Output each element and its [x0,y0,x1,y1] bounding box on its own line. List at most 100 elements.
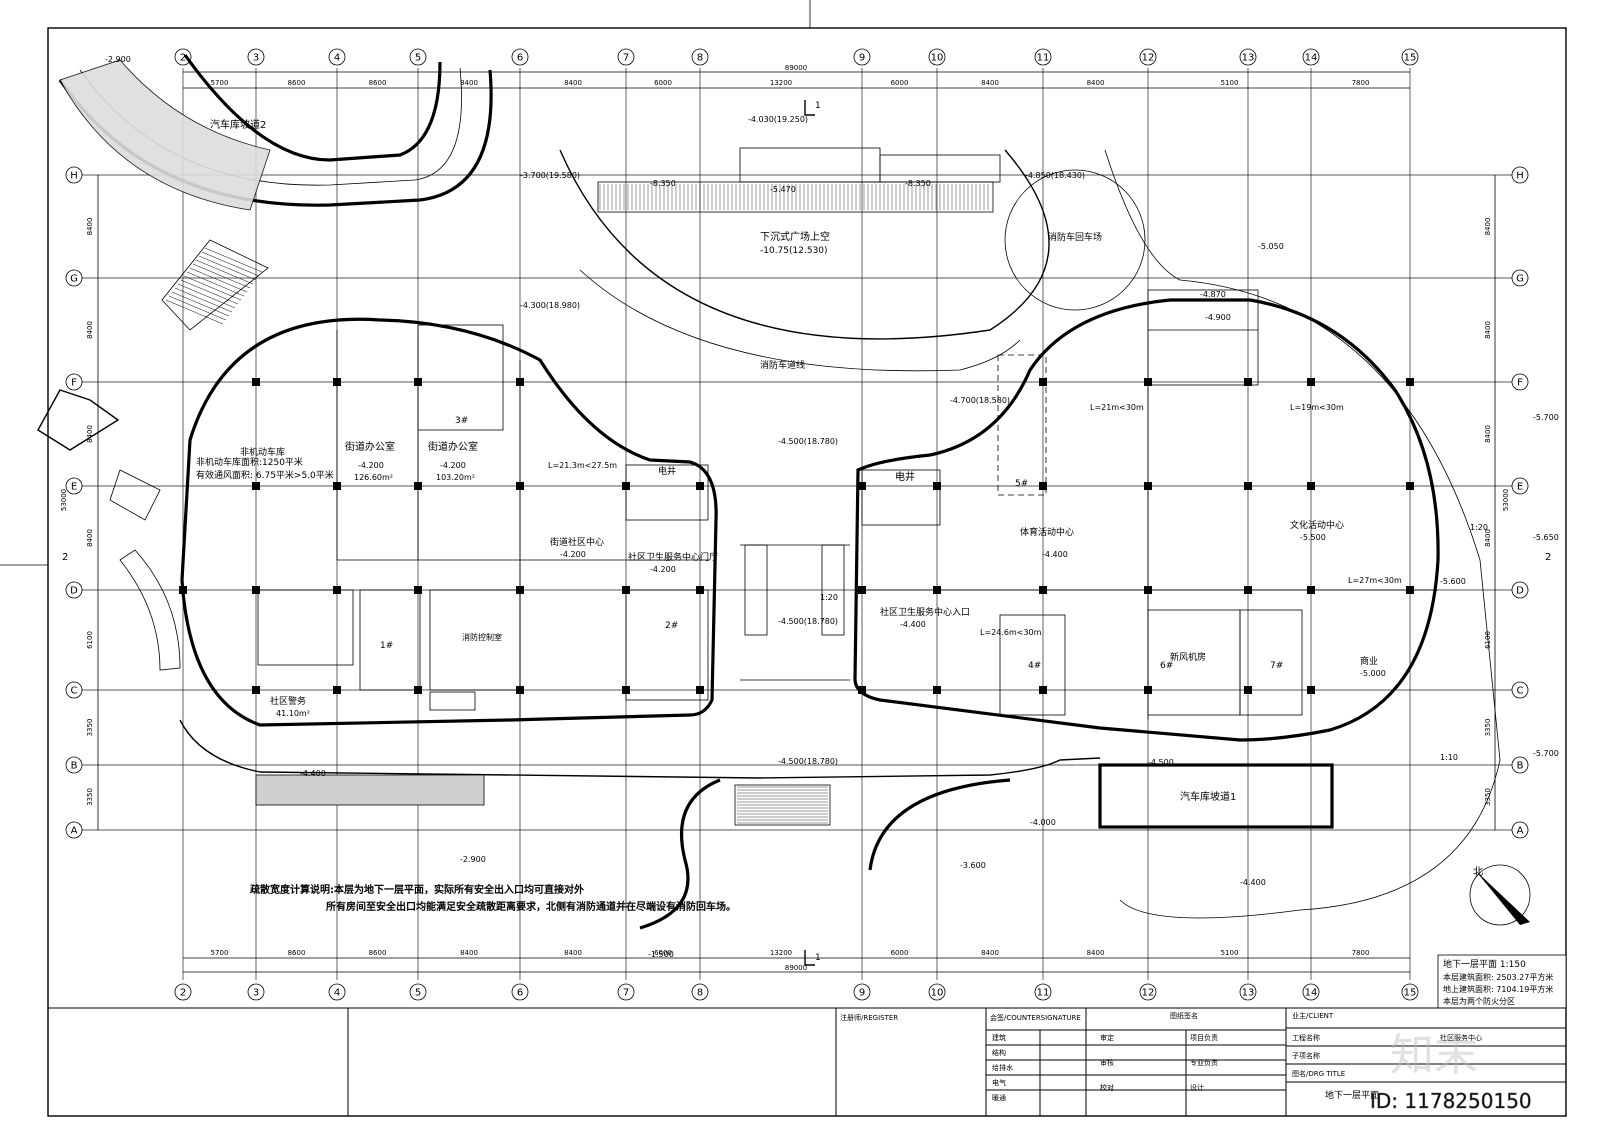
section-markers: 1 1 2 2 [62,100,1551,966]
stair-tread [171,291,230,317]
dim-top-span: 7800 [1352,79,1370,87]
dim-top-span: 6000 [654,79,672,87]
elev-5: -4.700(18.580) [950,396,1010,405]
tb-sign-3: 专业负责 [1190,1058,1218,1067]
section-1-bottom: 1 [815,953,821,963]
column [696,586,704,594]
west-interior [257,324,710,720]
grid-col-label: 10 [931,988,944,999]
grid-rows [82,174,1512,831]
grid-bubble [328,983,346,1001]
notes: 非机动车库面积:1250平米 有效通风面积: 6.75平米>5.0平米 疏散宽度… [196,403,1488,913]
tb-project-val: 社区服务中心 [1440,1033,1482,1042]
dim-top-span: 5700 [211,79,229,87]
note-vent-area: 有效通风面积: 6.75平米>5.0平米 [196,469,334,481]
column [1244,686,1252,694]
stair-tread [165,299,224,325]
dim-right-span: 3350 [1484,788,1492,806]
elev-15: -4.000 [1030,818,1056,827]
room-jiedao2-area: 103.20m² [436,473,475,482]
grid-col-label: 5 [415,53,421,64]
grid-col-label: 7 [623,53,629,64]
grid-columns [182,68,1411,980]
column [252,482,260,490]
note-evac-title: 疏散宽度计算说明:本层为地下一层平面，实际所有安全出入口均可直接对外 [250,883,584,896]
column [179,586,187,594]
grid-bubble [1401,48,1419,66]
dim-bottom-span: 6000 [891,949,909,957]
grid-bubble [247,983,265,1001]
grid-bubble [1139,983,1157,1001]
elev-0: -2.900 [105,55,131,64]
note-slope1: 1:20 [820,593,838,602]
tb-role-0: 建筑 [992,1033,1006,1042]
stair-numbers: 1# 2# 3# 4# 5# 6# 7# [380,416,1283,671]
hatched-corridor [255,774,485,806]
grid-row-label: D [1516,586,1524,597]
grid-bubble [511,48,529,66]
elev-18: -1.500 [648,950,674,959]
column [933,586,941,594]
room-jiedao1-elev: -4.200 [358,461,384,470]
dim-left-span: 8400 [86,425,94,443]
car-ramp-2: 汽车库坡道2 [58,54,493,211]
grid-row-label: D [70,586,78,597]
grid-col-label: 3 [253,53,259,64]
grid-bubble [65,477,83,495]
dim-bottom-span: 8600 [288,949,306,957]
grid-col-label: 13 [1242,988,1255,999]
room-xiaofang: 消防控制室 [462,632,502,642]
grid-bubble [1511,477,1529,495]
elev-17b: -4.400 [300,769,326,778]
elev-16: -3.600 [960,861,986,870]
dimension-top: 5700570086008600860086008400840084008400… [183,64,1410,973]
grid-bubble [853,48,871,66]
grid-row-label: C [1517,686,1524,697]
grid-col-label: 6 [517,988,523,999]
grid-col-label: 3 [253,988,259,999]
elev-4b: -4.500(18.780) [778,617,838,626]
grid-col-label: 5 [415,988,421,999]
grid-bubble [65,756,83,774]
logo-mark: 知末 [1390,1030,1478,1081]
section-2-left: 2 [62,552,68,563]
elev-8350b: -8.350 [905,179,931,188]
grid-bubble [65,166,83,184]
grid-bubble [174,983,192,1001]
grid-row-label: H [70,171,78,182]
column [1307,686,1315,694]
elev-4: -4.500(18.780) [778,437,838,446]
grid-bubble [1302,48,1320,66]
grid-row-label: E [1517,482,1523,493]
note-dist2: L=21m<30m [1090,403,1144,412]
note-dist3: L=19m<30m [1290,403,1344,412]
column [516,586,524,594]
column [1144,586,1152,594]
column [858,586,866,594]
dim-side-total: 53000 [1502,489,1510,511]
stair-tread [192,263,251,289]
plan-line1: 本层建筑面积: 2503.27平方米 [1443,972,1553,982]
grid-bubble [409,48,427,66]
column [1406,482,1414,490]
grid-bubble [1239,48,1257,66]
column [696,686,704,694]
room-feijidong: 非机动车库 [240,446,285,458]
column [1144,378,1152,386]
column [252,686,260,694]
grid-col-label: 12 [1142,988,1155,999]
id-text: ID: 1178250150 [1370,1089,1532,1113]
tb-drawname-val: 地下一层平面 [1325,1089,1379,1101]
column [1244,586,1252,594]
tb-project: 工程名称 [1292,1033,1320,1042]
grid-bubble [1511,166,1529,184]
grid-bubble [511,983,529,1001]
stair-7: 7# [1270,661,1283,671]
grid-bubble [1302,983,1320,1001]
grid-bubbles: 2233445566778899101011111212131314141515… [65,48,1529,1001]
room-weisheng-elev: -4.200 [650,565,676,574]
dim-bottom-span: 5700 [211,949,229,957]
elev-3: -4.300(18.980) [520,301,580,310]
grid-bubble [1511,821,1529,839]
grid-row-label: F [71,378,77,389]
